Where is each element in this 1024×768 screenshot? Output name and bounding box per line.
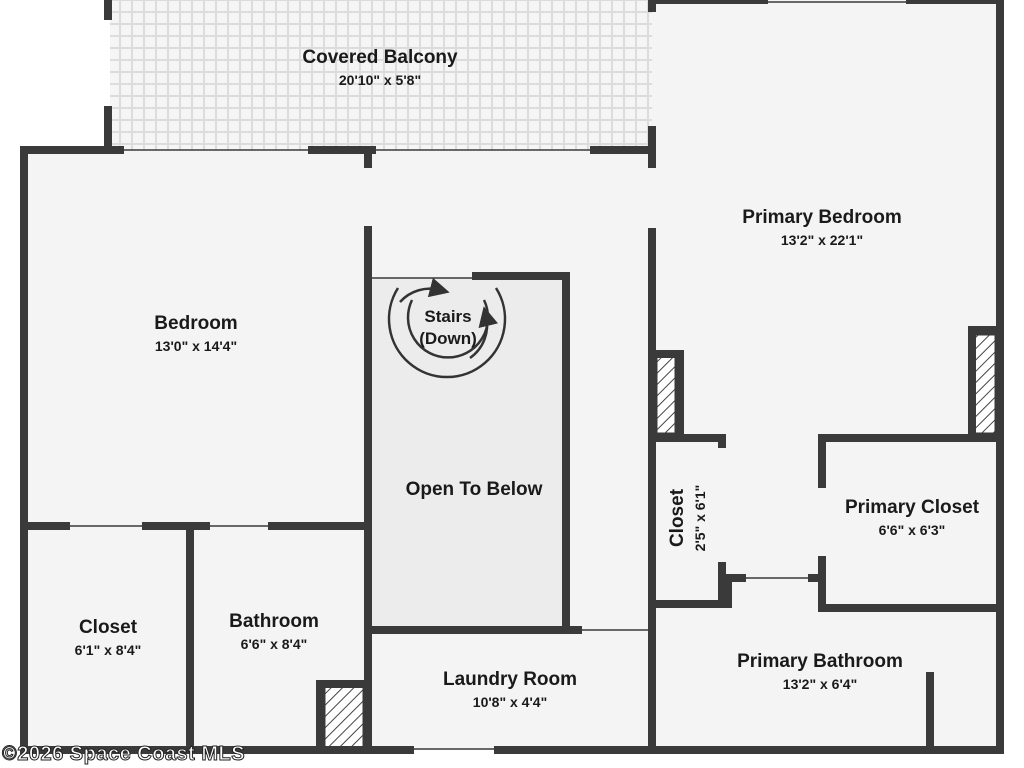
copyright-watermark: ©2026 Space Coast MLS — [1, 743, 246, 766]
room-dimensions: 6'1" x 8'4" — [74, 642, 142, 658]
room-dimensions: 6'6" x 6'3" — [878, 522, 946, 538]
room-name: Bathroom — [229, 611, 319, 632]
balcony-floor — [110, 0, 652, 150]
room-dimensions: 13'2" x 22'1" — [780, 232, 864, 248]
primary-bedroom-floor — [652, 0, 1000, 440]
laundry-floor — [368, 630, 652, 750]
bathroom-label: Bathroom 6'6" x 8'4" — [229, 610, 319, 654]
room-dimensions: 13'0" x 14'4" — [154, 338, 238, 354]
laundry-room-label: Laundry Room 10'8" x 4'4" — [443, 668, 577, 712]
room-name: Closet — [78, 617, 138, 638]
covered-balcony-label: Covered Balcony 20'10" x 5'8" — [302, 46, 457, 90]
room-name: Open To Below — [405, 479, 543, 500]
closet-small-label: Closet 2'5" x 6'1" — [666, 485, 710, 552]
open-to-below-floor — [372, 278, 564, 628]
stairs-symbol — [387, 277, 507, 379]
room-name: Laundry Room — [442, 669, 578, 690]
stairs-label: Stairs (Down) — [408, 306, 488, 350]
open-to-below-label: Open To Below — [406, 478, 543, 502]
room-name: Primary Bathroom — [737, 651, 903, 672]
closet-floor — [24, 526, 190, 750]
bedroom-floor — [24, 150, 368, 526]
fixture-hatch — [972, 332, 998, 436]
bedroom-label: Bedroom 13'0" x 14'4" — [154, 312, 237, 356]
room-dimensions: 2'5" x 6'1" — [692, 484, 708, 552]
fixture-hatch — [322, 684, 366, 750]
room-name: Closet — [667, 488, 688, 548]
primary-closet-label: Primary Closet 6'6" x 6'3" — [845, 496, 979, 540]
closet-small-floor — [652, 440, 722, 604]
primary-closet-floor — [822, 440, 1000, 608]
fixture-hatch — [654, 354, 678, 436]
room-dimensions: 20'10" x 5'8" — [338, 72, 422, 88]
walls — [20, 0, 1004, 754]
room-name: Primary Closet — [844, 497, 980, 518]
primary-bathroom-floor — [652, 604, 1000, 750]
primary-bedroom-label: Primary Bedroom 13'2" x 22'1" — [742, 206, 901, 250]
room-dimensions: 6'6" x 8'4" — [240, 636, 308, 652]
room-dimensions: 13'2" x 6'4" — [782, 676, 858, 692]
window-lines — [66, 1, 910, 750]
room-name: Primary Bedroom — [742, 207, 902, 228]
room-dimensions: 10'8" x 4'4" — [472, 694, 548, 710]
closet-label: Closet 6'1" x 8'4" — [75, 616, 142, 660]
stairs-line2: (Down) — [419, 329, 477, 348]
stairs-line1: Stairs — [424, 307, 472, 326]
primary-bathroom-label: Primary Bathroom 13'2" x 6'4" — [737, 650, 903, 694]
room-name: Covered Balcony — [302, 47, 458, 68]
room-name: Bedroom — [154, 313, 238, 334]
